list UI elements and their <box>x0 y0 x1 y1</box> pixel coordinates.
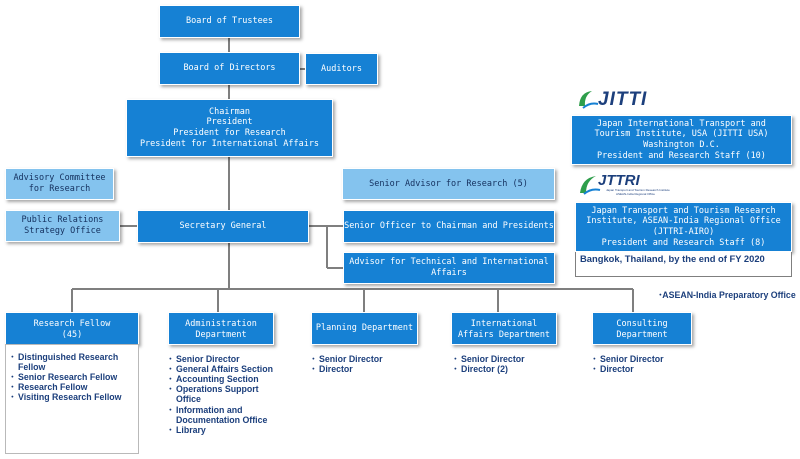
bangkok-note-text: Bangkok, Thailand, by the end of FY 2020 <box>580 253 765 264</box>
list-item: General Affairs Section <box>166 364 298 374</box>
list-item: Director <box>309 364 421 374</box>
asean-india-preparatory-office: ASEAN-India Preparatory Office <box>656 290 796 300</box>
asean-india-preparatory-office-item: ASEAN-India Preparatory Office <box>656 290 796 300</box>
auditors-box: Auditors <box>305 53 378 85</box>
advisory-committee-box: Advisory Committee for Research <box>5 168 114 200</box>
list-item: Senior Director <box>309 354 421 364</box>
list-item: Visiting Research Fellow <box>8 392 136 402</box>
chairman-box: Chairman President President for Researc… <box>126 99 333 157</box>
list-item: Distinguished Research Fellow <box>8 352 136 372</box>
list-item: Senior Director <box>590 354 702 364</box>
secretary-general-box: Secretary General <box>137 210 309 243</box>
list-item: Information and Documentation Office <box>166 405 296 425</box>
planning-list: Senior Director Director <box>309 354 421 374</box>
jttri-logo-subtitle-1: Japan Transport and Tourism Research Ins… <box>606 188 670 192</box>
senior-advisor-box: Senior Advisor for Research (5) <box>342 168 555 200</box>
international-affairs-department-box: International Affairs Department <box>451 312 557 345</box>
administration-list: Senior Director General Affairs Section … <box>166 354 298 435</box>
jttri-swoosh-icon <box>580 176 601 195</box>
research-fellow-box: Research Fellow (45) <box>5 312 139 345</box>
consulting-department-box: Consulting Department <box>592 312 692 345</box>
list-item: Senior Director <box>166 354 298 364</box>
jitti-logo: JITTI <box>576 88 676 112</box>
list-item: Senior Director <box>451 354 563 364</box>
planning-department-box: Planning Department <box>311 312 418 345</box>
jttri-logo-text: JTTRI <box>598 172 640 189</box>
bangkok-note: Bangkok, Thailand, by the end of FY 2020 <box>575 252 792 277</box>
advisor-technical-box: Advisor for Technical and International … <box>343 252 555 284</box>
administration-department-box: Administration Department <box>168 312 274 345</box>
list-item: Director <box>590 364 702 374</box>
list-item: Library <box>166 425 298 435</box>
jttri-airo-box: Japan Transport and Tourism Research Ins… <box>575 202 792 252</box>
consulting-list: Senior Director Director <box>590 354 702 374</box>
jitti-swoosh-icon <box>579 91 599 109</box>
jttri-logo-subtitle-2: ASEAN-India Regional Office <box>616 192 655 196</box>
research-fellow-list: Distinguished Research Fellow Senior Res… <box>8 352 136 403</box>
list-item: Director (2) <box>451 364 563 374</box>
senior-officer-box: Senior Officer to Chairman and President… <box>343 210 555 243</box>
jitti-logo-text: JITTI <box>598 89 648 110</box>
jitti-usa-box: Japan International Transport and Touris… <box>571 115 792 165</box>
jttri-logo: JTTRI Japan Transport and Tourism Resear… <box>576 172 726 200</box>
board-of-trustees-box: Board of Trustees <box>159 5 300 38</box>
international-affairs-list: Senior Director Director (2) <box>451 354 563 374</box>
list-item: Operations Support Office <box>166 384 276 404</box>
board-of-directors-box: Board of Directors <box>159 52 300 85</box>
list-item: Accounting Section <box>166 374 298 384</box>
list-item: Research Fellow <box>8 382 136 392</box>
public-relations-box: Public Relations Strategy Office <box>5 210 120 242</box>
list-item: Senior Research Fellow <box>8 372 136 382</box>
